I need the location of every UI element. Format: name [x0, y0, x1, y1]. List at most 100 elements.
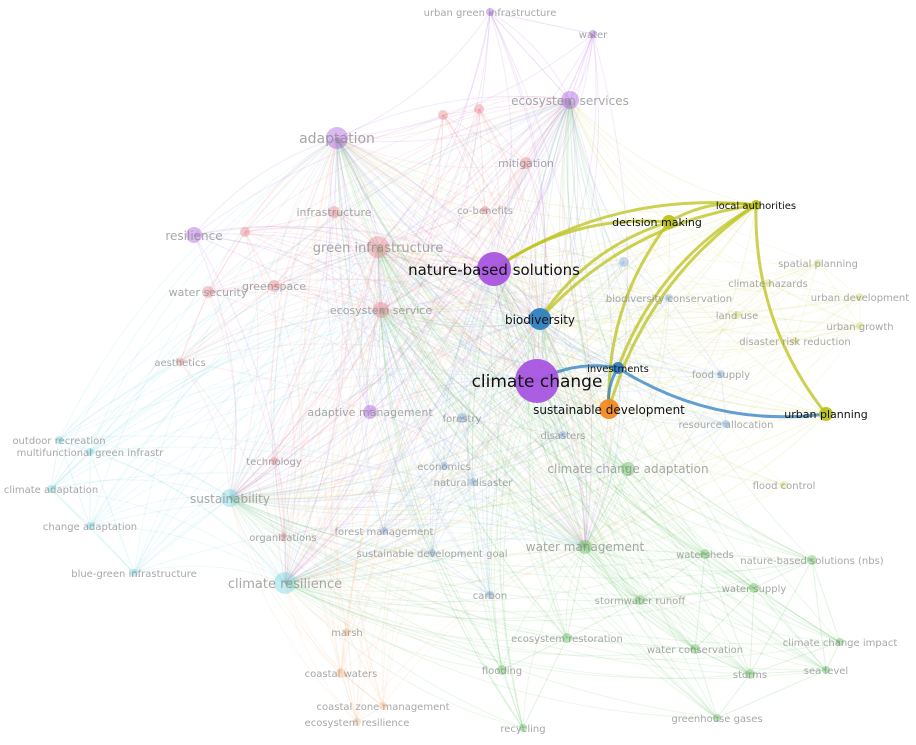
node-investments[interactable] [612, 362, 624, 374]
node-mitigation[interactable] [520, 157, 532, 169]
background-link [229, 497, 286, 584]
node-adaptive_management[interactable] [363, 405, 377, 419]
node-nbs[interactable] [477, 252, 511, 286]
node-urban_planning[interactable] [819, 407, 833, 421]
background-link [380, 309, 861, 355]
node-change_adaptation[interactable] [86, 522, 94, 530]
node-greenhouse_gases[interactable] [713, 714, 721, 722]
node-natural_disaster[interactable] [469, 478, 477, 486]
node-multifunctional[interactable] [86, 448, 94, 456]
node-flooding[interactable] [497, 665, 507, 675]
node-biodiversity[interactable] [529, 308, 551, 330]
node-coastal_zone_management[interactable] [379, 702, 387, 710]
background-link [284, 582, 568, 642]
node-resource_allocation[interactable] [722, 420, 730, 428]
node-sustainable_development[interactable] [599, 399, 619, 419]
background-link [569, 99, 706, 555]
background-link [336, 137, 379, 248]
node-climate_adaptation[interactable] [47, 485, 55, 493]
background-link [282, 380, 538, 538]
node-outdoor_recreation[interactable] [55, 436, 63, 444]
node-adaptation[interactable] [326, 127, 348, 149]
background-link [569, 99, 757, 206]
node-ecosystem_services[interactable] [561, 91, 579, 109]
node-climate_change_impact[interactable] [836, 638, 844, 646]
background-link [229, 489, 586, 548]
node-climate_resilience[interactable] [274, 572, 296, 594]
background-link [336, 11, 491, 139]
label-investments: investments [587, 364, 649, 375]
node-disasters[interactable] [559, 431, 567, 439]
node-water[interactable] [589, 30, 597, 38]
background-link [442, 114, 541, 320]
node-watersheds[interactable] [700, 549, 710, 559]
node-red_b[interactable] [474, 104, 484, 114]
node-water_security[interactable] [202, 286, 214, 298]
node-spatial_planning[interactable] [814, 259, 822, 267]
background-link [380, 99, 571, 311]
node-urban_green_infrastructure[interactable] [486, 8, 494, 16]
node-disaster_risk_reduction[interactable] [791, 337, 799, 345]
background-link [461, 99, 571, 419]
node-climate_change[interactable] [515, 359, 559, 403]
label-food_supply: food supply [692, 370, 750, 381]
background-link [495, 99, 571, 729]
node-local_authorities[interactable] [751, 200, 761, 210]
node-flood_control[interactable] [780, 481, 788, 489]
node-resilience[interactable] [186, 227, 202, 243]
node-recycling[interactable] [519, 724, 527, 732]
node-technology[interactable] [270, 457, 278, 465]
node-economics[interactable] [440, 462, 448, 470]
background-link [536, 380, 696, 650]
background-link [539, 318, 827, 415]
background-link [377, 246, 785, 486]
background-link [336, 114, 444, 140]
background-link [273, 460, 284, 538]
node-blue_a[interactable] [619, 257, 629, 267]
node-storms[interactable] [745, 669, 755, 679]
background-link [525, 162, 549, 382]
node-water_supply[interactable] [749, 583, 759, 593]
node-forestry[interactable] [457, 413, 467, 423]
node-forest_management[interactable] [380, 527, 388, 535]
node-aesthetics[interactable] [176, 358, 184, 366]
node-sustainability[interactable] [221, 489, 239, 507]
node-climate_change_adaptation[interactable] [621, 462, 635, 476]
node-climate_hazards[interactable] [764, 279, 772, 287]
node-water_management[interactable] [578, 540, 592, 554]
background-link [639, 599, 696, 650]
label-ecosystem_services: ecosystem services [511, 94, 629, 108]
node-stormwater_runoff[interactable] [635, 595, 645, 605]
node-infrastructure[interactable] [328, 206, 340, 218]
node-biodiversity_conservation[interactable] [665, 294, 673, 302]
node-organizations[interactable] [279, 533, 287, 541]
node-green_infrastructure[interactable] [367, 236, 389, 258]
background-link [366, 309, 382, 413]
node-ecosystem_restoration[interactable] [562, 633, 572, 643]
node-sea_level[interactable] [822, 666, 830, 674]
node-ecosystem_service[interactable] [373, 302, 389, 318]
node-coastal_waters[interactable] [336, 668, 346, 678]
node-co_benefits[interactable] [481, 206, 489, 214]
node-urban_growth[interactable] [856, 322, 864, 330]
background-link [244, 99, 571, 233]
label-change_adaptation: change adaptation [43, 522, 137, 533]
background-link [443, 465, 586, 548]
node-greenspace[interactable] [268, 280, 280, 292]
node-land_use[interactable] [733, 311, 741, 319]
node-marsh[interactable] [343, 628, 351, 636]
background-link [284, 162, 527, 584]
node-carbon[interactable] [486, 591, 494, 599]
node-decision_making[interactable] [662, 215, 676, 229]
node-blue_green_infrastructure[interactable] [130, 569, 138, 577]
node-food_supply[interactable] [717, 370, 725, 378]
node-sdg[interactable] [428, 549, 436, 557]
background-link [89, 446, 586, 548]
node-urban_development[interactable] [856, 293, 864, 301]
node-nbs_short[interactable] [807, 555, 817, 565]
node-red_c[interactable] [240, 227, 250, 237]
node-ecosystem_resilience[interactable] [353, 718, 361, 726]
node-water_conservation[interactable] [690, 644, 700, 654]
node-red_a[interactable] [438, 110, 448, 120]
background-link [478, 108, 501, 270]
